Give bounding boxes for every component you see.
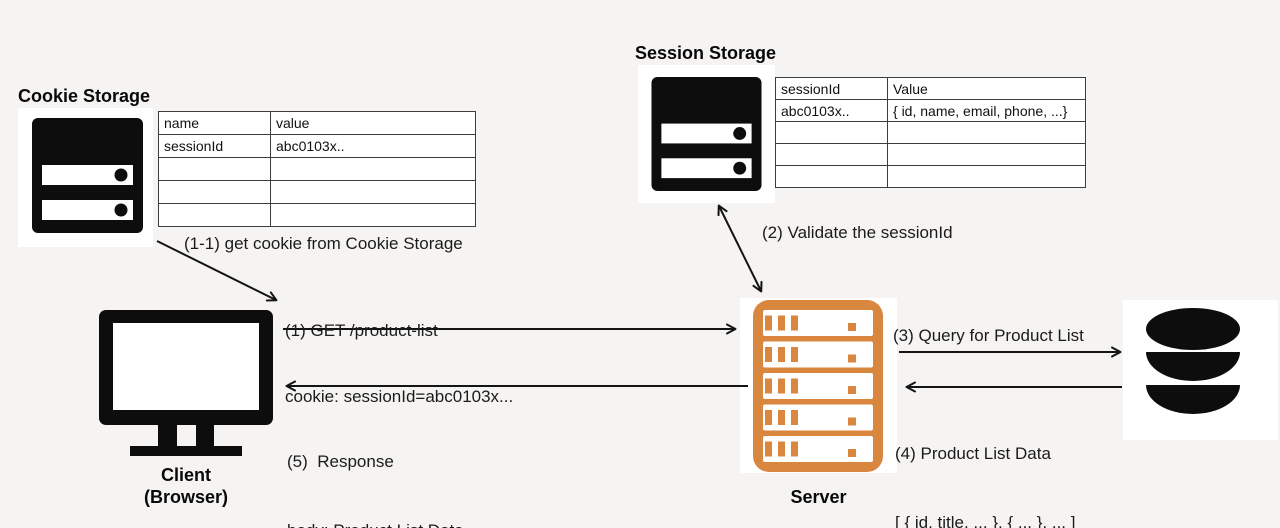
table-cell [775, 165, 888, 188]
drawer-storage-icon [32, 118, 143, 233]
table-cell: abc0103x.. [270, 134, 476, 158]
flow-label-step-4: (4) Product List Data [ { id, title, ...… [895, 396, 1075, 528]
table-header-cell: name [158, 111, 271, 135]
table-cell [775, 143, 888, 166]
cookie-storage-table: name value sessionId abc0103x.. [158, 111, 476, 227]
flow-label-step-1-line2: cookie: sessionId=abc0103x... [285, 387, 514, 406]
table-cell [270, 180, 476, 204]
table-header-row: sessionId Value [775, 77, 1086, 100]
flow-label-step-2: (2) Validate the sessionId [762, 223, 953, 242]
table-row [775, 165, 1086, 188]
table-cell [887, 165, 1086, 188]
cookie-storage-title: Cookie Storage [18, 86, 151, 106]
table-row [775, 143, 1086, 166]
table-cell [158, 180, 271, 204]
table-cell: sessionId [158, 134, 271, 158]
flow-label-step-4-line1: (4) Product List Data [895, 444, 1051, 463]
rack-server-icon [753, 300, 883, 472]
table-cell: abc0103x.. [775, 99, 888, 122]
arrow-2-server-session-storage [717, 204, 763, 293]
table-header-cell: sessionId [775, 77, 888, 100]
table-row [158, 180, 476, 204]
monitor-icon [99, 310, 273, 456]
flow-label-step-5-line2: body: Product List Data [287, 519, 464, 528]
table-cell [270, 157, 476, 181]
flow-label-step-3: (3) Query for Product List [893, 326, 1084, 345]
server-label: Server [790, 487, 847, 507]
table-cell [887, 143, 1086, 166]
table-row [158, 203, 476, 227]
flow-label-step-1-line1: (1) GET /product-list [285, 321, 438, 340]
flow-label-step-4-line2: [ { id, title, ... }, { ... }, ... ] [895, 513, 1076, 528]
flow-label-step-1: (1) GET /product-list cookie: sessionId=… [285, 276, 513, 452]
session-storage-icon-plate [638, 65, 775, 203]
table-row [158, 157, 476, 181]
table-row: abc0103x.. { id, name, email, phone, ...… [775, 99, 1086, 122]
table-row [775, 121, 1086, 144]
table-header-row: name value [158, 111, 476, 135]
client-label: Client (Browser) [99, 464, 273, 508]
table-header-cell: value [270, 111, 476, 135]
table-cell [158, 157, 271, 181]
table-cell [158, 203, 271, 227]
cookie-storage-icon-plate [18, 108, 153, 247]
database-cylinder-icon [1146, 308, 1240, 414]
client-label-line2: (Browser) [143, 487, 228, 507]
server-icon-plate [740, 298, 897, 473]
client-label-line1: Client [160, 465, 211, 485]
session-storage-table: sessionId Value abc0103x.. { id, name, e… [775, 77, 1086, 188]
table-cell: { id, name, email, phone, ...} [887, 99, 1086, 122]
table-header-cell: Value [887, 77, 1086, 100]
flow-label-step-5-line1: (5) Response [287, 452, 394, 471]
session-storage-title: Session Storage [635, 43, 777, 63]
database-icon-plate [1123, 300, 1278, 440]
flow-label-step-5: (5) Response body: Product List Data [287, 404, 464, 528]
table-cell [887, 121, 1086, 144]
table-cell [270, 203, 476, 227]
table-cell [775, 121, 888, 144]
flow-label-step-1-1: (1-1) get cookie from Cookie Storage [184, 234, 463, 253]
drawer-storage-icon [651, 77, 762, 191]
table-row: sessionId abc0103x.. [158, 134, 476, 158]
